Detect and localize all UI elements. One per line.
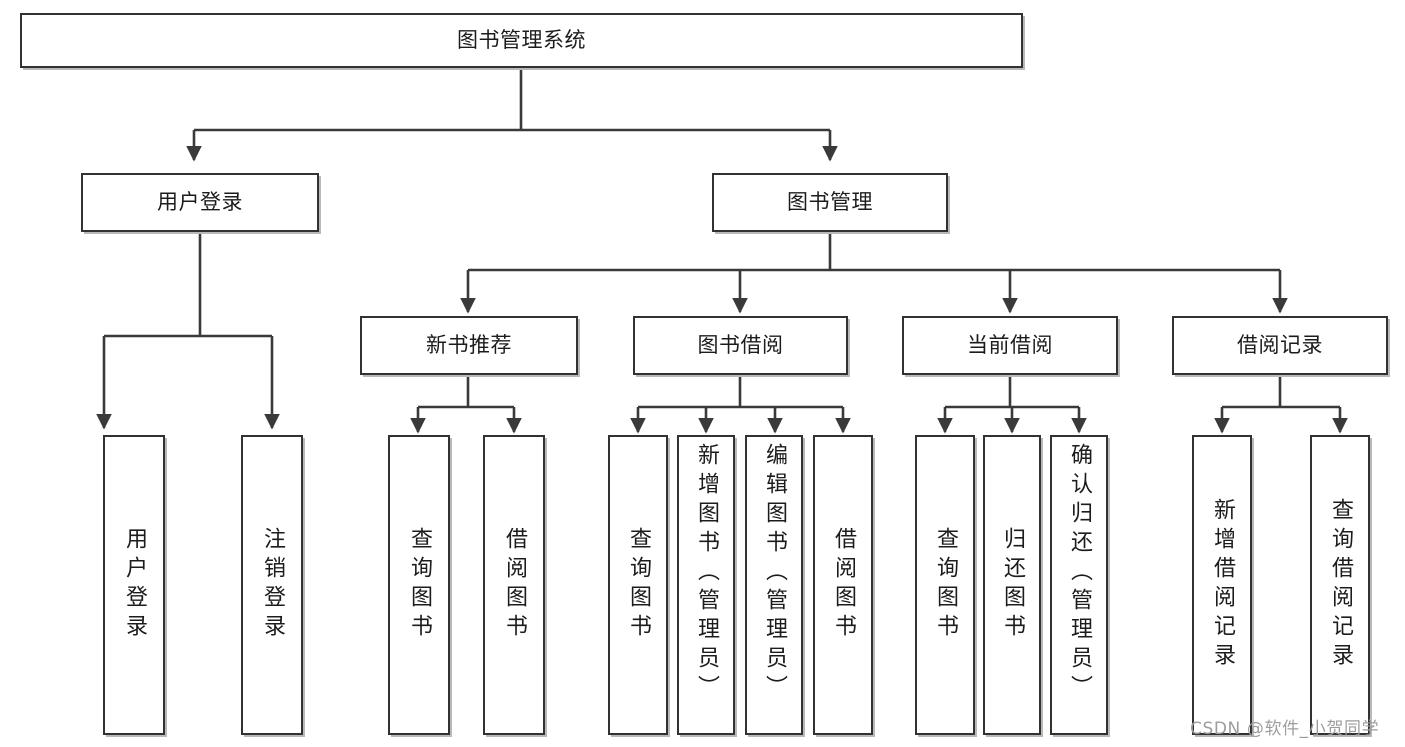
node-label: 查询图书 xyxy=(933,527,958,643)
csdn-watermark: CSDN @软件_小贺同学 xyxy=(1190,719,1380,739)
node-label: 新增图书（管理员） xyxy=(694,443,719,704)
leaf-query-book-recommend[interactable]: 查询图书 xyxy=(388,435,450,735)
leaf-query-book-borrow[interactable]: 查询图书 xyxy=(608,435,668,735)
node-label: 新增借阅记录 xyxy=(1210,498,1235,672)
node-new-book-recommend[interactable]: 新书推荐 xyxy=(360,316,578,375)
node-book-management[interactable]: 图书管理 xyxy=(712,173,948,232)
leaf-query-borrow-record[interactable]: 查询借阅记录 xyxy=(1310,435,1370,735)
node-label: 编辑图书（管理员） xyxy=(762,443,787,704)
leaf-return-book[interactable]: 归还图书 xyxy=(983,435,1041,735)
node-book-borrow[interactable]: 图书借阅 xyxy=(633,316,848,375)
node-label: 用户登录 xyxy=(157,190,243,215)
leaf-add-borrow-record[interactable]: 新增借阅记录 xyxy=(1192,435,1252,735)
leaf-edit-book-admin[interactable]: 编辑图书（管理员） xyxy=(745,435,803,735)
node-root-system[interactable]: 图书管理系统 xyxy=(20,13,1023,68)
leaf-confirm-return-admin[interactable]: 确认归还（管理员） xyxy=(1050,435,1108,735)
node-label: 确认归还（管理员） xyxy=(1067,443,1092,704)
node-label: 归还图书 xyxy=(1000,527,1025,643)
node-label: 借阅记录 xyxy=(1237,333,1323,358)
node-label: 用户登录 xyxy=(122,527,147,643)
node-label: 图书管理系统 xyxy=(457,28,586,53)
node-label: 图书管理 xyxy=(787,190,873,215)
node-label: 注销登录 xyxy=(260,527,285,643)
leaf-logout-login[interactable]: 注销登录 xyxy=(241,435,303,735)
node-label: 图书借阅 xyxy=(697,333,784,358)
node-label: 新书推荐 xyxy=(426,333,512,358)
node-label: 查询图书 xyxy=(407,527,432,643)
node-user-login[interactable]: 用户登录 xyxy=(81,173,319,232)
leaf-add-book-admin[interactable]: 新增图书（管理员） xyxy=(677,435,735,735)
node-label: 借阅图书 xyxy=(831,527,856,643)
leaf-user-login[interactable]: 用户登录 xyxy=(103,435,165,735)
leaf-borrow-book-recommend[interactable]: 借阅图书 xyxy=(483,435,545,735)
node-borrow-record[interactable]: 借阅记录 xyxy=(1172,316,1388,375)
node-label: 当前借阅 xyxy=(967,333,1053,358)
node-current-borrow[interactable]: 当前借阅 xyxy=(902,316,1118,375)
node-label: 查询图书 xyxy=(626,527,651,643)
leaf-borrow-book[interactable]: 借阅图书 xyxy=(813,435,873,735)
leaf-query-book-current[interactable]: 查询图书 xyxy=(915,435,975,735)
node-label: 借阅图书 xyxy=(502,527,527,643)
node-label: 查询借阅记录 xyxy=(1328,498,1353,672)
